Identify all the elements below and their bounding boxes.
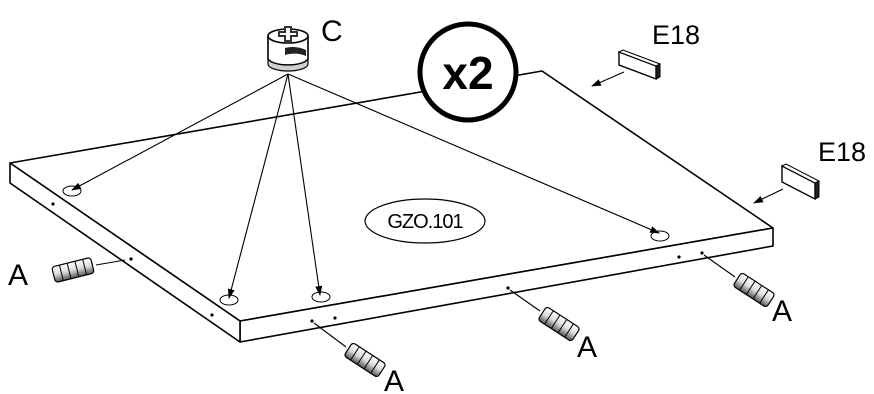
cam-lock-label: C (321, 15, 343, 48)
dowel-hole (700, 251, 704, 255)
panel-code-oval (364, 198, 486, 244)
leader-line (71, 73, 289, 191)
dowel-front-left: A (313, 322, 404, 394)
edge-strip-top: E18 (591, 20, 700, 87)
dowel-hole (310, 319, 314, 323)
edge-strip-right: E18 (753, 137, 866, 204)
quantity-label: x2 (442, 47, 493, 99)
leader-line (95, 259, 126, 266)
dowel-left: A (8, 257, 126, 292)
dowel-hole (677, 255, 681, 259)
panel-left-face (9, 162, 241, 343)
dowel-right-label: A (772, 295, 792, 328)
dowel-hole (210, 313, 214, 317)
panel-code-label: GZO.101 (387, 211, 463, 233)
dowel-hole (129, 257, 133, 261)
leader-line (287, 73, 660, 234)
dowel-hole (51, 202, 55, 206)
dowel-left-label: A (8, 259, 28, 292)
leader-line (287, 73, 323, 296)
edge-strip-right-label: E18 (818, 137, 866, 167)
cam-lock-part: C (267, 15, 343, 72)
dowel-hole (506, 286, 510, 290)
panel-top-face (9, 70, 774, 322)
leader-line (753, 188, 784, 204)
leader-line (509, 289, 541, 312)
dowel-front-mid-label: A (577, 331, 597, 364)
cam-hole (650, 230, 670, 242)
dowel-hole (333, 316, 337, 320)
quantity-circle (417, 21, 519, 123)
leader-line (591, 71, 625, 87)
panel-board: GZO.101 (9, 70, 774, 343)
leader-line (703, 254, 736, 278)
dowel-front-mid: A (509, 289, 597, 364)
edge-strip-top-label: E18 (652, 20, 700, 50)
leader-line (313, 322, 347, 348)
leader-line (227, 73, 289, 299)
dowel-front-left-label: A (384, 365, 404, 394)
cam-leaders (71, 73, 660, 299)
dowel-right: A (703, 254, 792, 328)
quantity-badge: x2 (417, 21, 519, 123)
